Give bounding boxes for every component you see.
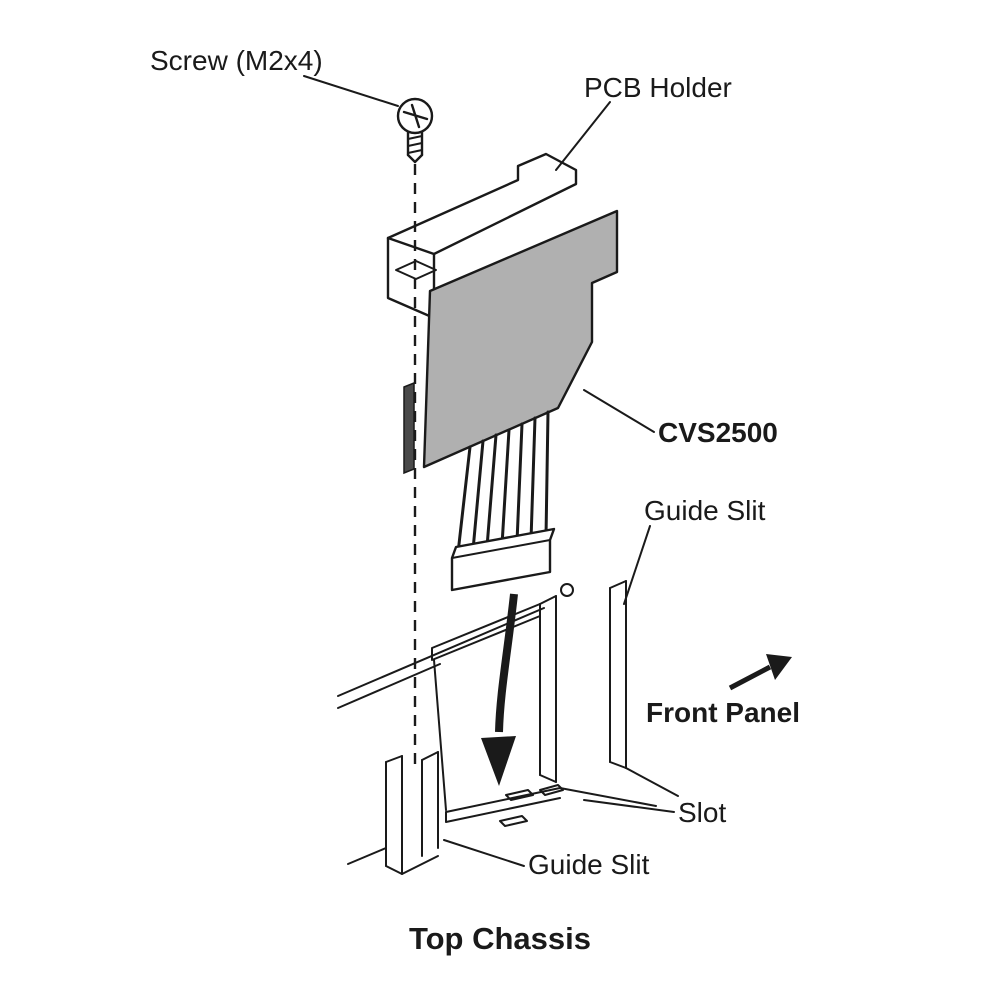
leader-slot [583,799,675,813]
label-board: CVS2500 [658,417,778,448]
front-panel-arrow [728,654,792,691]
screw-drawing [396,97,434,164]
label-front-panel: Front Panel [646,697,801,728]
leader-screw [303,75,399,107]
label-slot: Slot [678,797,727,828]
leader-pcb-holder [555,101,611,171]
leader-guide-slit-lower [443,839,525,867]
slot-tabs-drawing [499,784,564,827]
pcb-board-drawing [403,209,619,475]
upper-guide-slit-drawing [539,580,627,783]
pcb-edge-connector [403,381,415,475]
label-pcb-holder: PCB Holder [584,72,732,103]
lower-guide-slit-drawing [385,751,439,875]
pcb-holder-drawing [386,152,578,320]
ribbon-cable-drawing [456,410,550,555]
label-guide-slit-upper: Guide Slit [644,495,766,526]
label-screw: Screw (M2x4) [150,45,323,76]
diagram-caption: Top Chassis [408,921,592,956]
leader-board [583,389,655,433]
chassis-hole [560,583,574,597]
label-guide-slit-lower: Guide Slit [528,849,650,880]
leader-lines [303,75,675,867]
leader-guide-slit-upper [623,525,651,605]
insertion-arrow [481,593,518,786]
cable-connector-drawing [450,527,556,592]
